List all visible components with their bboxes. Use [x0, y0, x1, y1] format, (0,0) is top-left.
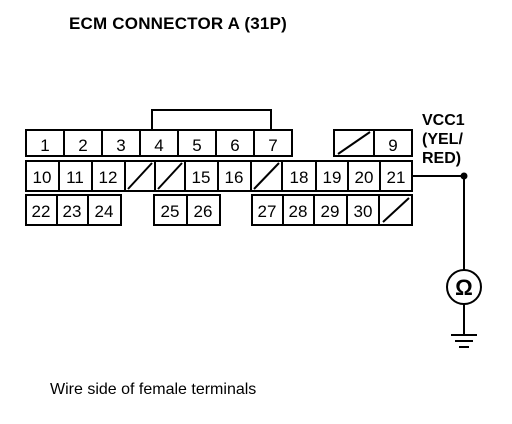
pin-label-20: 20 [355, 168, 374, 187]
pin-label-4: 4 [154, 136, 163, 155]
cavity-24 [87, 194, 122, 226]
pin-label-2: 2 [78, 136, 87, 155]
empty-cavity-slash [253, 162, 280, 190]
pin-label-26: 26 [194, 202, 213, 221]
pin-label-22: 22 [32, 202, 51, 221]
pin-label-3: 3 [116, 136, 125, 155]
pin-label-25: 25 [161, 202, 180, 221]
pin-label-11: 11 [66, 168, 84, 187]
empty-cavity-slash [337, 131, 371, 155]
pin-label-12: 12 [99, 168, 118, 187]
pin-label-5: 5 [192, 136, 201, 155]
cavity-26 [186, 194, 221, 226]
connector-lock-tab [151, 109, 272, 131]
pin-label-21: 21 [387, 168, 406, 187]
connector-title: ECM CONNECTOR A (31P) [69, 14, 287, 33]
pin-label-16: 16 [225, 168, 244, 187]
wire-label-line3: RED) [422, 150, 461, 167]
cavity-7 [253, 129, 293, 157]
pin-label-10: 10 [33, 168, 52, 187]
empty-cavity-slash [157, 162, 183, 190]
pin-label-7: 7 [268, 136, 277, 155]
pin-label-30: 30 [354, 202, 373, 221]
pin-label-6: 6 [230, 136, 239, 155]
pin-label-27: 27 [258, 202, 277, 221]
pin-label-29: 29 [321, 202, 340, 221]
pin-label-1: 1 [40, 136, 49, 155]
pin-label-28: 28 [289, 202, 308, 221]
cavity-31-empty [378, 194, 413, 226]
ohm-icon: Ω [455, 275, 473, 300]
wire-label-line1: VCC1 [422, 112, 465, 129]
empty-cavity-slash [127, 162, 153, 190]
pin-label-19: 19 [323, 168, 342, 187]
pin-label-23: 23 [63, 202, 82, 221]
pin-label-9: 9 [388, 136, 397, 155]
pin-label-18: 18 [290, 168, 309, 187]
pin-label-15: 15 [192, 168, 211, 187]
wire-label-line2: (YEL/ [422, 131, 463, 148]
pin-label-24: 24 [95, 202, 114, 221]
diagram-caption: Wire side of female terminals [50, 381, 257, 398]
empty-cavity-slash [382, 197, 410, 223]
cavity-9 [373, 129, 413, 157]
